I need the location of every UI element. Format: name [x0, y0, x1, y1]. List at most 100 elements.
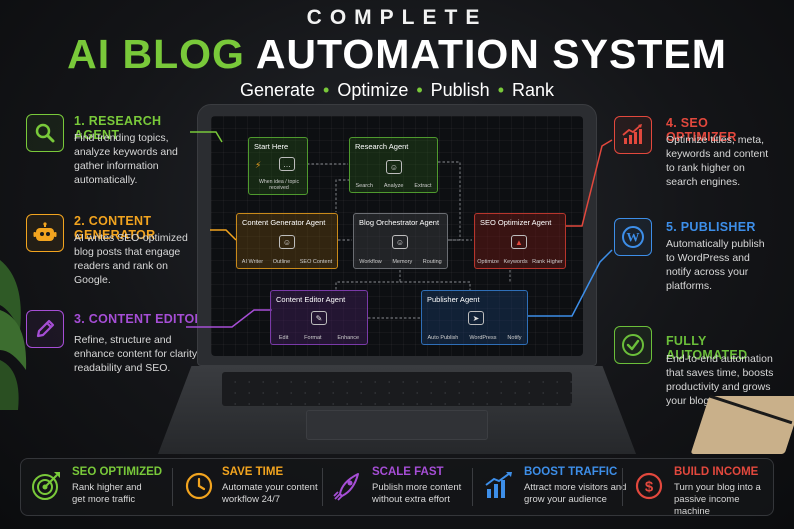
plant-decoration	[0, 260, 27, 410]
node-sub-item: Keywords	[503, 259, 528, 265]
flow-node-research[interactable]: Research Agent ☺ Search Analyze Extract	[349, 137, 438, 193]
title-green-part: AI BLOG	[67, 31, 245, 77]
flow-node-content-editor[interactable]: Content Editor Agent ✎ Edit Format Enhan…	[270, 290, 368, 345]
tagline-word: Optimize	[337, 80, 409, 100]
title-white-part: AUTOMATION SYSTEM	[255, 31, 727, 77]
growth-chart-icon	[614, 116, 652, 154]
flow-node-content-generator[interactable]: Content Generator Agent ☺ AI Writer Outl…	[236, 213, 338, 269]
benefit-title: SAVE TIME	[222, 466, 284, 478]
benefit-build-income: $ BUILD INCOME Turn your blog into a pas…	[632, 464, 772, 517]
svg-text:$: $	[645, 479, 654, 496]
tagline-dot: •	[416, 80, 423, 100]
tagline-dot: •	[497, 80, 505, 100]
laptop-screen	[211, 116, 583, 356]
node-subs: Edit Format Enhance	[271, 335, 367, 341]
robot-icon: ☺	[386, 160, 402, 174]
robot-icon: ☺	[279, 235, 295, 249]
checkmark-icon	[614, 326, 652, 364]
rocket-icon	[332, 470, 364, 507]
benefit-title: BUILD INCOME	[674, 466, 759, 478]
node-title: SEO Optimizer Agent	[480, 218, 552, 227]
target-icon	[30, 470, 62, 507]
lightning-icon: ⚡	[255, 160, 262, 170]
node-title: Content Generator Agent	[242, 218, 326, 227]
node-sub-item: Enhance	[337, 335, 360, 341]
wordpress-icon: W	[614, 218, 652, 256]
node-subs: Auto Publish WordPress Notify	[422, 335, 527, 341]
svg-text:W: W	[627, 230, 640, 245]
clock-icon	[184, 471, 214, 506]
node-sub-item: Workflow	[359, 259, 382, 265]
node-title: Content Editor Agent	[276, 295, 346, 304]
chat-bubble-icon: …	[279, 157, 295, 171]
tagline-word: Rank	[512, 80, 555, 100]
flow-node-orchestrator[interactable]: Blog Orchestrator Agent ☺ Workflow Memor…	[353, 213, 448, 269]
flow-node-start[interactable]: Start Here ⚡ … When idea / topic receive…	[248, 137, 308, 195]
node-sub-item: AI Writer	[241, 259, 264, 265]
node-subs: Optimize Keywords Rank Higher	[475, 259, 565, 265]
feature-content-generator: 2. CONTENT GENERATOR AI writes SEO-optim…	[26, 214, 210, 294]
feature-desc: AI writes SEO-optimized blog posts that …	[74, 232, 188, 286]
tagline-word: Publish	[430, 80, 490, 100]
node-sub-item: Search	[355, 183, 373, 189]
benefit-desc: Turn your blog into a passive income mac…	[674, 482, 761, 517]
feature-seo-optimizer: 4. SEO OPTIMIZER Optimize titles, meta, …	[614, 114, 778, 194]
feature-desc: End-to-end automation that saves time, b…	[666, 353, 774, 407]
flow-orchestrator-editor	[335, 270, 401, 290]
benefit-title: BOOST TRAFFIC	[524, 466, 618, 478]
laptop-trackpad	[306, 410, 488, 440]
connector-seo	[566, 139, 613, 227]
node-title: Research Agent	[355, 142, 409, 151]
benefit-boost-traffic: BOOST TRAFFIC Attract more visitors and …	[482, 464, 630, 510]
connector-content-gen	[210, 229, 237, 241]
top-kicker: COMPLETE	[306, 6, 488, 29]
connector-publisher	[528, 249, 613, 317]
node-sub-item: SEO Content	[299, 259, 333, 265]
flow-node-publisher[interactable]: Publisher Agent ➤ Auto Publish WordPress…	[421, 290, 528, 345]
feature-title: FULLY AUTOMATED	[666, 334, 748, 362]
node-sub-item: Edit	[278, 335, 289, 341]
benefit-save-time: SAVE TIME Automate your content workflow…	[180, 464, 330, 510]
node-sub-item: Analyze	[383, 183, 404, 189]
node-sub-item: Routing	[422, 259, 442, 265]
benefit-separator	[322, 468, 323, 506]
robot-icon	[26, 214, 64, 252]
node-sub-item: Notify	[507, 335, 522, 341]
benefit-desc: Attract more visitors and grow your audi…	[524, 482, 627, 505]
connector-editor	[186, 309, 272, 328]
benefit-desc: Automate your content workflow 24/7	[222, 482, 318, 505]
benefit-separator	[472, 468, 473, 506]
feature-title: 4. SEO OPTIMIZER	[666, 116, 737, 144]
tagline-word: Generate	[239, 80, 316, 100]
node-sub: When idea / topic received	[258, 179, 300, 191]
feature-desc: Refine, structure and enhance content fo…	[74, 334, 200, 374]
node-title: Publisher Agent	[427, 295, 480, 304]
feature-content-editor: 3. CONTENT EDITOR Refine, structure and …	[26, 310, 210, 390]
node-sub-item: WordPress	[469, 335, 497, 341]
feature-title: 5. PUBLISHER	[666, 220, 756, 234]
benefit-separator	[622, 468, 623, 506]
benefit-title: SEO OPTIMIZED	[72, 466, 163, 478]
connector-research	[190, 131, 223, 143]
dollar-icon: $	[634, 471, 664, 506]
send-icon: ➤	[468, 311, 484, 325]
growth-chart-icon: ▲	[511, 235, 527, 249]
feature-fully-automated: FULLY AUTOMATED End-to-end automation th…	[614, 326, 778, 407]
feature-desc: Optimize titles, meta, keywords and cont…	[666, 134, 769, 188]
main-title: AI BLOG AUTOMATION SYSTEM	[0, 30, 794, 78]
node-sub-item: Memory	[392, 259, 413, 265]
node-subs: Search Analyze Extract	[350, 183, 437, 189]
flow-research-content	[335, 179, 350, 212]
node-sub-item: Format	[304, 335, 322, 341]
benefits-bar	[20, 458, 774, 516]
node-sub-item: Outline	[272, 259, 291, 265]
node-sub-item: Auto Publish	[427, 335, 459, 341]
flow-orchestrator-publisher	[400, 281, 471, 290]
feature-desc: Find trending topics, analyze keywords a…	[74, 132, 178, 186]
feature-desc: Automatically publish to WordPress and n…	[666, 238, 765, 292]
benefit-scale-fast: SCALE FAST Publish more content without …	[330, 464, 480, 510]
benefit-separator	[172, 468, 173, 506]
flow-node-seo-optimizer[interactable]: SEO Optimizer Agent ▲ Optimize Keywords …	[474, 213, 566, 269]
feature-publisher: W 5. PUBLISHER Automatically publish to …	[614, 218, 778, 298]
